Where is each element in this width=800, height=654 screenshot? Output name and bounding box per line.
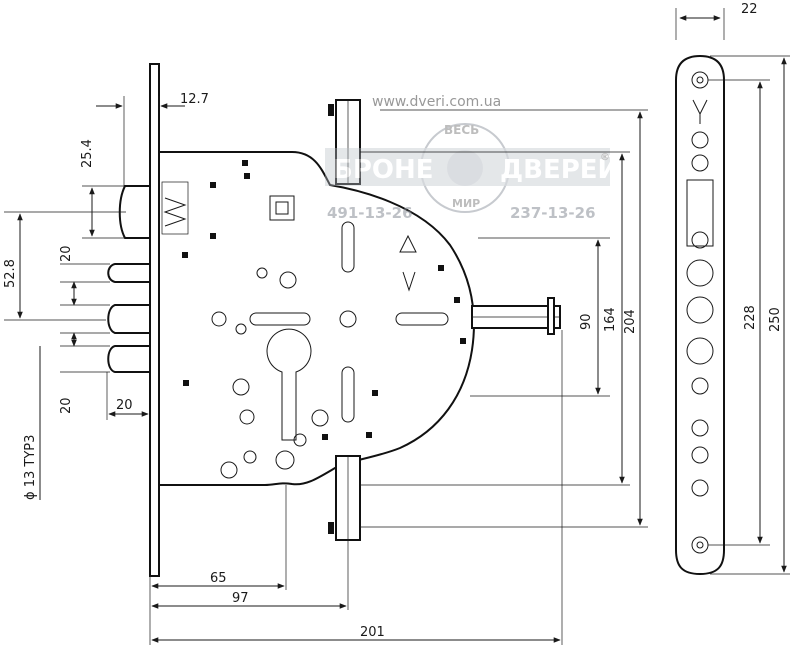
bolts [107, 263, 151, 373]
watermark-brand-right: ДВЕРЕЙ [500, 153, 619, 185]
dim-bolt-spacing-a: 20 [59, 245, 74, 262]
dim-faceplate-inner: 228 [743, 305, 758, 330]
dimension-lines [17, 15, 787, 643]
dim-faceplate-length: 250 [768, 307, 783, 332]
lock-body [158, 151, 475, 486]
dim-height-164: 164 [603, 307, 618, 332]
dim-bolt-throw: 20 [116, 398, 133, 413]
extension-lines [4, 8, 790, 645]
dim-faceplate-thickness: 22 [741, 2, 758, 17]
dim-width-97: 97 [232, 591, 249, 606]
watermark-phone-right: 237-13-26 [510, 204, 596, 222]
horizontal-rod [471, 297, 561, 335]
strike-plate [675, 54, 725, 576]
latch [118, 185, 151, 239]
dim-bolt-spacing-b: 20 [59, 397, 74, 414]
dimension-labels: 22 12.7 25.4 20 20 20 52.8 ϕ 13 TYP3 90 … [3, 2, 783, 640]
watermark: www.dveri.com.ua БРОНЕ ДВЕРЕЙ ВЕСЬ МИР ®… [325, 94, 619, 222]
dim-width-201: 201 [360, 625, 385, 640]
dim-backset-offset: 12.7 [180, 92, 209, 107]
watermark-registered: ® [600, 152, 610, 163]
watermark-phone-left: 491-13-26 [327, 204, 413, 222]
dim-bolt-offset-top: 25.4 [80, 139, 95, 168]
dim-bolt-span: 52.8 [3, 259, 18, 288]
dim-bolt-diameter: ϕ 13 TYP3 [23, 435, 38, 500]
dim-width-65: 65 [210, 571, 227, 586]
watermark-top-arc: ВЕСЬ [444, 123, 479, 137]
dim-height-90: 90 [579, 313, 594, 330]
dim-height-204: 204 [623, 309, 638, 334]
watermark-bottom-arc: МИР [452, 197, 480, 210]
watermark-url: www.dveri.com.ua [372, 94, 501, 110]
watermark-brand-left: БРОНЕ [333, 155, 434, 185]
faceplate-side [149, 63, 160, 577]
